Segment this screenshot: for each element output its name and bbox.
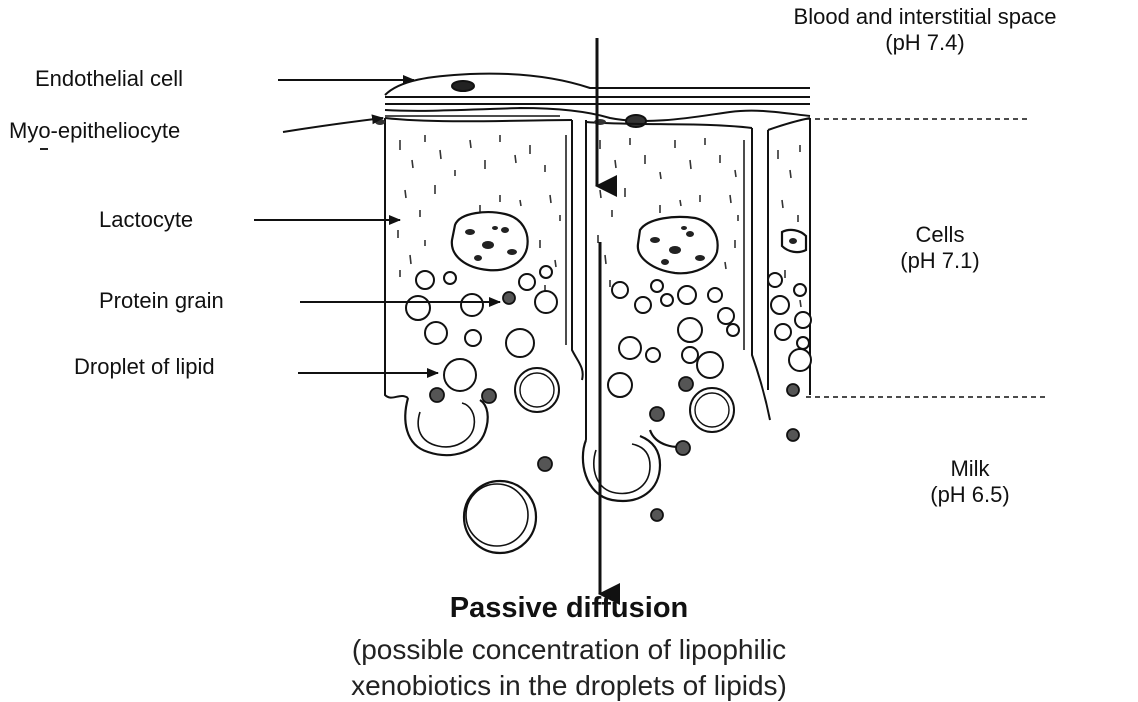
caption-line-1: (possible concentration of lipophilic	[0, 634, 1138, 666]
region-blood-name: Blood and interstitial space	[720, 4, 1130, 30]
region-milk-ph: (pH 6.5)	[900, 482, 1040, 508]
region-milk: Milk (pH 6.5)	[900, 456, 1040, 508]
region-milk-name: Milk	[900, 456, 1040, 482]
label-droplet-of-lipid: Droplet of lipid	[74, 354, 215, 380]
region-cells-ph: (pH 7.1)	[880, 248, 1000, 274]
label-protein-grain: Protein grain	[99, 288, 224, 314]
region-blood: Blood and interstitial space (pH 7.4)	[720, 4, 1130, 56]
caption-title: Passive diffusion	[0, 592, 1138, 625]
label-myo-epitheliocyte: Myo-epitheliocyte	[9, 118, 180, 144]
stray-dash-mark	[40, 148, 48, 150]
region-blood-ph: (pH 7.4)	[720, 30, 1130, 56]
secreted-lipid-droplets	[405, 373, 729, 553]
label-endothelial-cell: Endothelial cell	[35, 66, 183, 92]
caption-line-2: xenobiotics in the droplets of lipids)	[0, 670, 1138, 702]
myo-epitheliocyte-pointer	[283, 118, 383, 132]
region-cells: Cells (pH 7.1)	[880, 222, 1000, 274]
region-cells-name: Cells	[880, 222, 1000, 248]
label-lactocyte: Lactocyte	[99, 207, 193, 233]
